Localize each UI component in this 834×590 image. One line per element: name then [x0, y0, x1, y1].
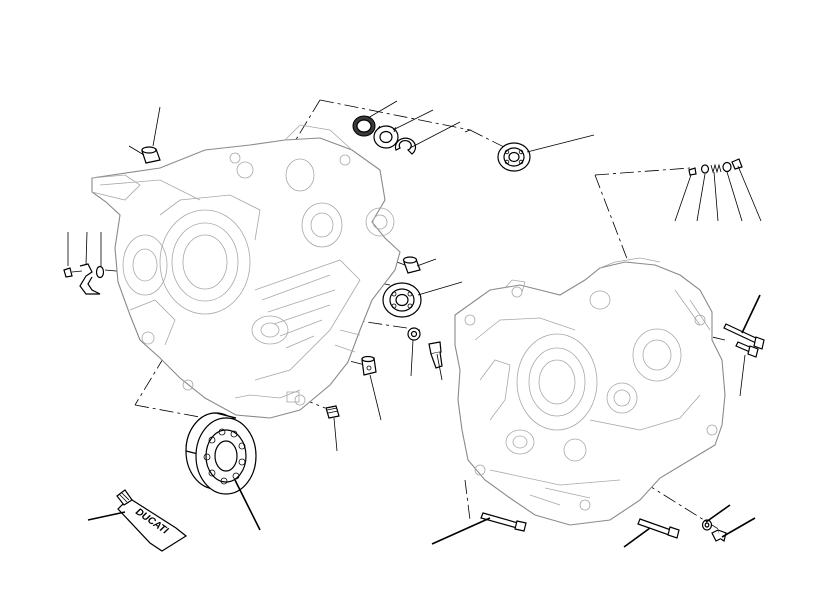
- plug-screw-middle: [428, 341, 443, 369]
- washer-lower: [701, 519, 713, 531]
- nut-small: [700, 164, 710, 174]
- ball-bearing-top: [497, 142, 531, 172]
- main-bearing-large: [185, 412, 257, 495]
- long-bolt-upper: [723, 323, 765, 350]
- spring-small: [710, 163, 722, 174]
- washer-middle: [407, 327, 421, 341]
- left-crankcase-half: [91, 124, 401, 419]
- dowel-pin-top: [141, 146, 161, 164]
- short-bolt-upper: [735, 341, 759, 358]
- right-crankcase-half: [454, 257, 726, 526]
- oil-jet: [361, 355, 377, 376]
- sealant-tube: DUCATI: [116, 489, 188, 552]
- dowel-pin-lower: [325, 405, 340, 419]
- leader-lines: [67, 100, 762, 548]
- screw-left: [63, 267, 83, 278]
- long-bolt-lower-left: [480, 512, 527, 532]
- cap-screw-small: [731, 158, 743, 170]
- pipe-clip-left: [79, 263, 101, 295]
- grub-screw-small: [688, 167, 697, 176]
- washer-small: [722, 161, 732, 173]
- ball-bearing-middle: [382, 282, 422, 318]
- o-ring-left: [95, 265, 105, 279]
- circlip: [394, 137, 417, 155]
- oil-seal: [352, 115, 376, 137]
- cap-screw-lower: [711, 529, 727, 542]
- long-bolt-lower-right: [637, 518, 680, 539]
- roller-bearing: [373, 125, 399, 149]
- bushing: [402, 256, 421, 274]
